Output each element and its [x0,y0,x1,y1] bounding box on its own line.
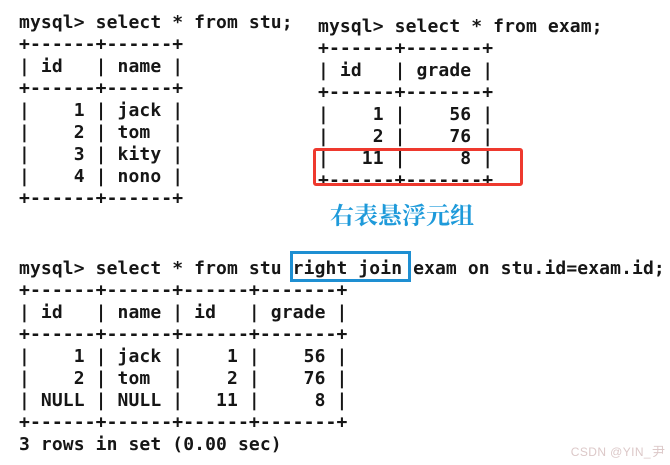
watermark-cjk-glyph [652,445,665,458]
csdn-watermark: CSDN @YIN_ 尹 [571,444,665,460]
stu-select-output: mysql> select * from stu; +------+------… [19,12,293,209]
annotation-cjk-glyphs [330,203,474,227]
dangling-row-highlight-box [313,148,523,186]
dangling-tuple-annotation: 右表悬浮元组 [330,200,478,230]
right-join-select-output: mysql> select * from stu right join exam… [19,258,665,455]
right-join-keyword-highlight-box [290,251,411,282]
watermark-text: CSDN @YIN_ [570,445,651,459]
